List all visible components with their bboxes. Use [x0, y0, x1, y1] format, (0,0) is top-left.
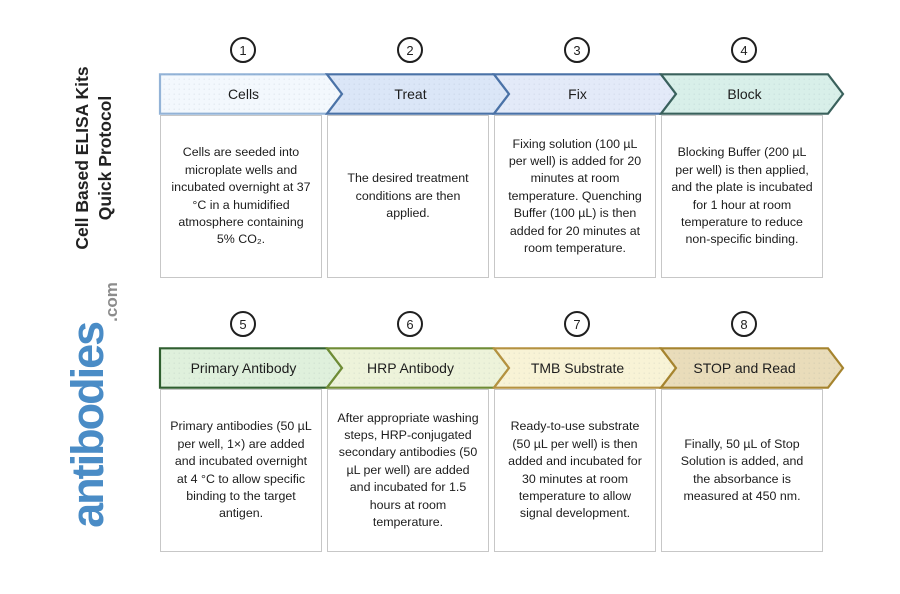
step-number: 6 [406, 316, 414, 332]
step-description-box: Ready-to-use substrate (50 µL per well) … [494, 389, 656, 552]
arrow-banner-row2 [158, 347, 845, 389]
step-arrow-texture [327, 348, 509, 388]
step-number-badge: 5 [230, 311, 256, 337]
step-arrow-texture [661, 348, 843, 388]
step-description-box: Cells are seeded into microplate wells a… [160, 115, 322, 278]
step-number-badge: 2 [397, 37, 423, 63]
step-number-badge: 3 [564, 37, 590, 63]
step-arrow-texture [494, 74, 676, 114]
sidebar-title-line2: Quick Protocol [94, 95, 115, 221]
step-number: 8 [740, 316, 748, 332]
sidebar-title: Cell Based ELISA Kits Quick Protocol [71, 48, 119, 268]
step-number: 5 [239, 316, 247, 332]
step-number-badge: 6 [397, 311, 423, 337]
step-description-box: Primary antibodies (50 µL per well, 1×) … [160, 389, 322, 552]
step-description: The desired treatment conditions are the… [347, 171, 469, 221]
step-number-badge: 4 [731, 37, 757, 63]
step-arrow-texture [327, 74, 509, 114]
step-description: Blocking Buffer (200 µL per well) is the… [671, 145, 813, 247]
step-description-box: Fixing solution (100 µL per well) is add… [494, 115, 656, 278]
step-arrow-texture [494, 348, 676, 388]
step-number: 3 [573, 42, 581, 58]
step-number: 1 [239, 42, 247, 58]
protocol-row-2: 5 6 7 8 Primary Antibody HRP Antibody TM… [158, 311, 858, 552]
brand-logo: antibodies .com [62, 265, 126, 545]
step-number-badge: 1 [230, 37, 256, 63]
step-arrow-texture [160, 74, 342, 114]
step-arrow-texture [160, 348, 342, 388]
sidebar-title-line1: Cell Based ELISA Kits [72, 66, 92, 250]
step-description-box: The desired treatment conditions are the… [327, 115, 489, 278]
step-number: 7 [573, 316, 581, 332]
brand-logo-name: antibodies [62, 322, 113, 528]
arrow-banner-row1 [158, 73, 845, 115]
step-description-box: After appropriate washing steps, HRP-con… [327, 389, 489, 552]
step-description: Cells are seeded into microplate wells a… [171, 145, 311, 247]
step-description-box: Blocking Buffer (200 µL per well) is the… [661, 115, 823, 278]
protocol-row-1: 1 2 3 4 Cells Treat Fix Block Cells are … [158, 37, 858, 278]
step-description: Fixing solution (100 µL per well) is add… [508, 136, 642, 255]
step-number-badge: 8 [731, 311, 757, 337]
step-description: After appropriate washing steps, HRP-con… [337, 410, 479, 529]
step-description: Finally, 50 µL of Stop Solution is added… [680, 436, 804, 503]
step-number: 2 [406, 42, 414, 58]
step-arrow-texture [661, 74, 843, 114]
brand-logo-tld: .com [102, 282, 121, 322]
step-description: Primary antibodies (50 µL per well, 1×) … [170, 419, 312, 521]
step-description-box: Finally, 50 µL of Stop Solution is added… [661, 389, 823, 552]
step-description: Ready-to-use substrate (50 µL per well) … [508, 419, 642, 521]
step-number-badge: 7 [564, 311, 590, 337]
step-number: 4 [740, 42, 748, 58]
